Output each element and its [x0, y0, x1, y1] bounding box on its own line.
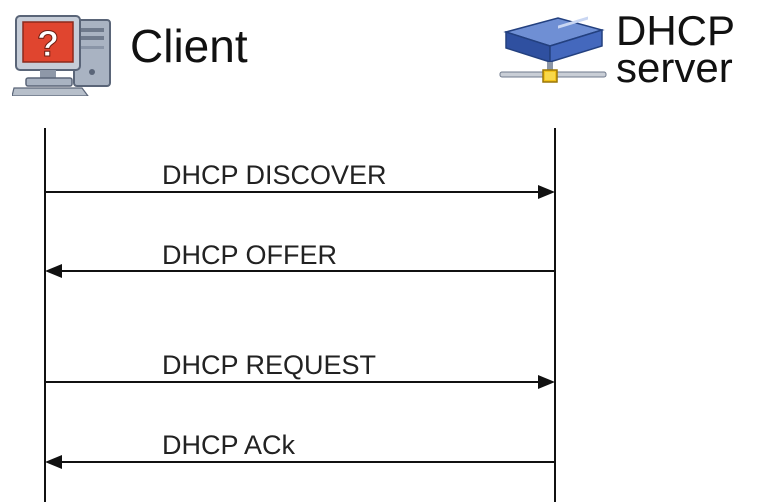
- discover-arrow: [45, 185, 555, 199]
- server-label: DHCP server: [616, 7, 736, 91]
- ack-arrow: [45, 455, 555, 469]
- request-arrow: [45, 375, 555, 389]
- offer-arrow: [45, 264, 555, 278]
- message-label-discover: DHCP DISCOVER: [162, 160, 387, 190]
- svg-text:?: ?: [37, 23, 59, 64]
- server-label-line2: server: [616, 44, 733, 91]
- message-label-request: DHCP REQUEST: [162, 350, 377, 380]
- message-label-offer: DHCP OFFER: [162, 240, 338, 270]
- computer-question-icon: ?: [12, 15, 111, 96]
- message-label-ack: DHCP ACk: [162, 430, 296, 460]
- server-label-line1: DHCP: [616, 7, 736, 54]
- client-label: Client: [130, 20, 248, 72]
- network-server-icon: [499, 16, 607, 83]
